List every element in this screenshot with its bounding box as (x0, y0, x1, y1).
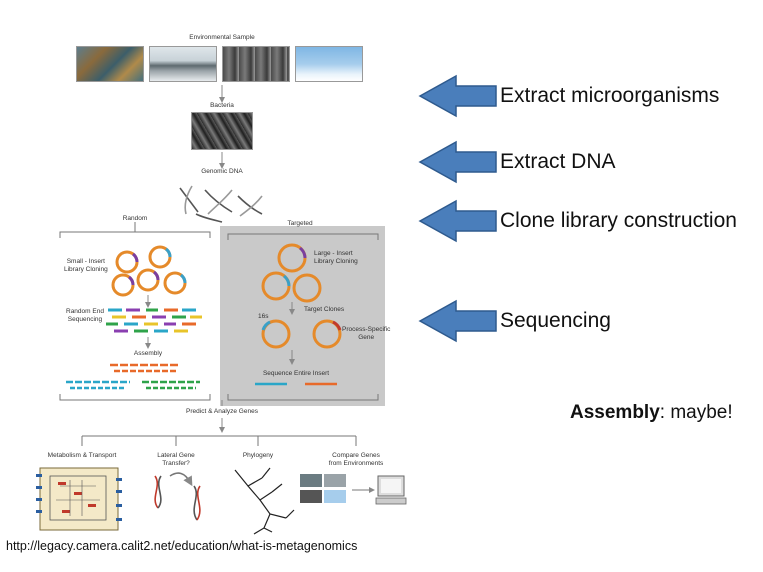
bacteria-label: Bacteria (210, 102, 234, 109)
sequence-entire-label: Sequence Entire Insert (262, 370, 330, 377)
assembly-note-rest: : maybe! (659, 402, 733, 423)
step-arrow-2 (418, 140, 497, 184)
photo-industrial (222, 46, 290, 82)
photo-shoreline (149, 46, 217, 82)
phylogeny-label: Phylogeny (242, 452, 274, 459)
target-clones-label: Target Clones (304, 306, 345, 313)
analysis-branches (81, 435, 357, 446)
environmental-sample-label: Environmental Sample (189, 34, 255, 41)
assembly-contigs (66, 363, 200, 390)
genomic-dna-label: Genomic DNA (201, 168, 243, 175)
phylogeny-tree-icon (234, 467, 295, 535)
small-insert-label: Small - Insert Library Cloning (64, 258, 108, 273)
step-label-extract-microorganisms: Extract microorganisms (500, 84, 720, 107)
assembly-label: Assembly (133, 350, 163, 357)
plasmid-icons (111, 245, 187, 297)
random-box (59, 222, 211, 401)
step-arrows (418, 74, 497, 343)
source-url[interactable]: http://legacy.camera.calit2.net/educatio… (6, 539, 358, 553)
lateral-label: Lateral Gene Transfer? (157, 452, 195, 467)
compare-label: Compare Genes from Environments (328, 452, 384, 467)
photo-coral (76, 46, 144, 82)
photo-sky (295, 46, 363, 82)
random-title: Random (122, 215, 148, 222)
lateral-transfer-icon (154, 472, 201, 521)
photo-bacteria (191, 112, 253, 150)
sequencing-reads (106, 308, 202, 333)
metabolism-label: Metabolism & Transport (47, 452, 117, 459)
step-label-clone-library: Clone library construction (500, 209, 737, 232)
step-arrow-4 (418, 299, 497, 343)
diagram-graphics (36, 85, 407, 535)
targeted-title: Targeted (287, 220, 313, 227)
dna-helix-icon (179, 185, 263, 223)
sixteen-s-label: 16s (258, 313, 269, 320)
random-end-label: Random End Sequencing (66, 308, 104, 323)
large-insert-label: Large - Insert Library Cloning (314, 250, 358, 265)
predict-label: Predict & Analyze Genes (186, 408, 258, 415)
assembly-note: Assembly: maybe! (570, 402, 733, 424)
step-label-extract-dna: Extract DNA (500, 150, 616, 173)
targeted-panel (220, 226, 385, 406)
step-label-sequencing: Sequencing (500, 309, 611, 332)
step-arrow-3 (418, 199, 497, 243)
metabolism-map-icon (36, 467, 122, 531)
compare-environments-icon (300, 474, 407, 505)
assembly-note-bold: Assembly (570, 402, 660, 423)
step-arrow-1 (418, 74, 497, 118)
process-specific-label: Process-Specific Gene (342, 326, 391, 341)
